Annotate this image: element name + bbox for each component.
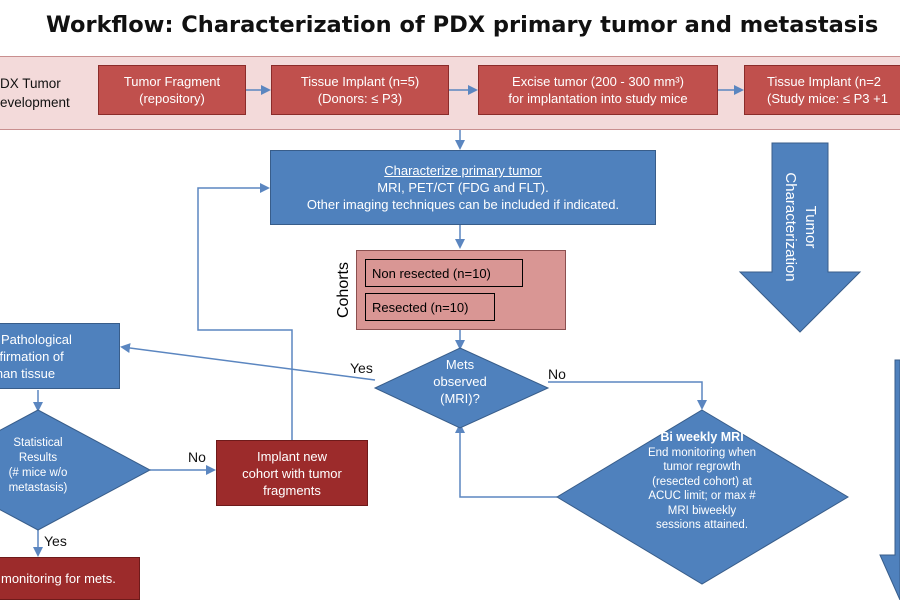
step-tissue-implant-donors[interactable]: Tissue Implant (n=5)(Donors: ≤ P3) [271,65,449,115]
cohorts-label: Cohorts [335,261,352,319]
right-partial-arrow [879,359,900,600]
step-tissue-implant-study[interactable]: Tissue Implant (n=2(Study mice: ≤ P3 +1 [744,65,900,115]
step-excise-tumor[interactable]: Excise tumor (200 - 300 mm³)for implanta… [478,65,718,115]
cohort-resected[interactable]: Resected (n=10) [365,293,495,321]
statistical-no-label: No [188,449,206,465]
statistical-diamond [0,409,152,531]
statistical-yes-label: Yes [44,533,67,549]
mets-yes-label: Yes [350,360,373,376]
step-tumor-fragment[interactable]: Tumor Fragment(repository) [98,65,246,115]
biweekly-diamond [556,409,849,585]
monitoring-box[interactable]: monitoring for mets. [0,557,140,600]
cohort-non-resected[interactable]: Non resected (n=10) [365,259,523,287]
pathological-confirmation-box[interactable]: Pathological onfirmation of uman tissue [0,323,120,389]
mets-diamond [373,347,550,429]
biweekly-mri-text: Bi weekly MRI End monitoring when tumor … [647,430,757,531]
band-label: DX Tumor evelopment [0,76,70,110]
characterize-primary-tumor-box[interactable]: Characterize primary tumor MRI, PET/CT (… [270,150,656,225]
tumor-characterization-label: Tumor Characterization [782,172,819,282]
tumor-characterization-arrow [738,142,862,333]
page-title: Workflow: Characterization of PDX primar… [46,12,879,38]
mets-no-label: No [548,366,566,382]
